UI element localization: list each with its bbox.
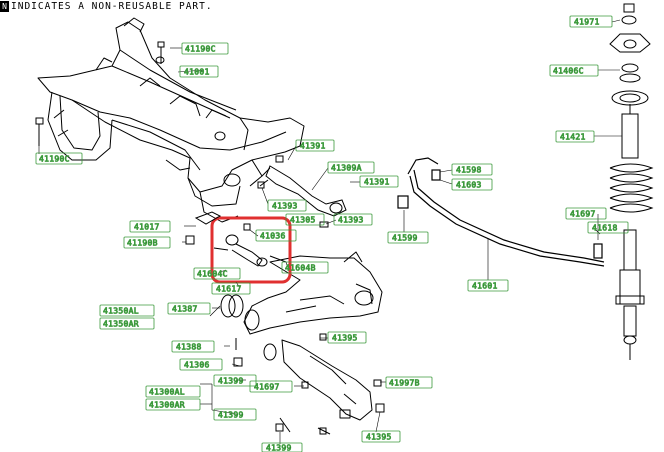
header-note: N INDICATES A NON-REUSABLE PART. [0,0,213,12]
crossmember-drawing [37,17,305,223]
toe-link-drawing [213,223,287,267]
callout-41190c-left: 41190C [39,155,70,164]
callout-labels: 41190C 41001 41190C 41391 41309A 41391 4… [35,15,629,452]
lower-arm-drawing [263,339,373,421]
callout-41697-shock: 41697 [570,210,596,219]
callout-41604c: 41604C [197,270,228,279]
callout-41393-lower: 41393 [338,216,364,225]
callout-41190b: 41190B [127,239,158,248]
bolt-41190c-left [35,117,44,146]
callout-41598: 41598 [456,166,482,175]
callout-41604b: 41604B [285,264,316,273]
shock-absorber-drawing [609,3,654,360]
callout-41599: 41599 [392,234,418,243]
highlight-frame [210,216,292,284]
callout-41601: 41601 [472,282,498,291]
callout-41617: 41617 [216,285,242,294]
callout-41395-upper: 41395 [332,334,358,343]
callout-41387: 41387 [172,305,198,314]
callout-41399-middle: 41399 [218,411,244,420]
callout-41603: 41603 [456,181,482,190]
callout-41971: 41971 [574,18,600,27]
callout-41300ar: 41300AR [149,401,185,410]
callout-41036: 41036 [260,232,286,241]
callout-41017: 41017 [134,223,160,232]
upper-arm-drawing [257,155,347,228]
callout-41421: 41421 [560,133,586,142]
callout-41190c-top: 41190C [185,45,216,54]
callout-41406c: 41406C [553,67,584,76]
callout-41388: 41388 [176,343,202,352]
knuckle-drawing [243,251,383,335]
callout-41997b: 41997B [389,379,420,388]
callout-41350al: 41350AL [103,307,139,316]
callout-41391-right: 41391 [364,178,390,187]
callout-41618: 41618 [592,224,618,233]
callout-41393-upper: 41393 [272,202,298,211]
callout-41300al: 41300AL [149,388,185,397]
non-reusable-marker: N [0,0,9,12]
callout-41391-top: 41391 [300,142,326,151]
bushing-41350-drawing [220,294,244,318]
callout-41399-bottom: 41399 [266,444,292,452]
callout-41305: 41305 [290,216,316,225]
bracket-41017-drawing [185,211,222,245]
stabilizer-bar-drawing [397,157,605,267]
bolt-41190c-top [157,41,165,64]
callout-41350ar: 41350AR [103,320,139,329]
callout-41399-upper: 41399 [218,377,244,386]
callout-41001: 41001 [184,68,210,77]
callout-41306: 41306 [184,361,210,370]
non-reusable-note: INDICATES A NON-REUSABLE PART. [11,0,213,12]
callout-41395-lower: 41395 [366,433,392,442]
callout-41309a: 41309A [331,164,362,173]
callout-41697-lower: 41697 [254,383,280,392]
